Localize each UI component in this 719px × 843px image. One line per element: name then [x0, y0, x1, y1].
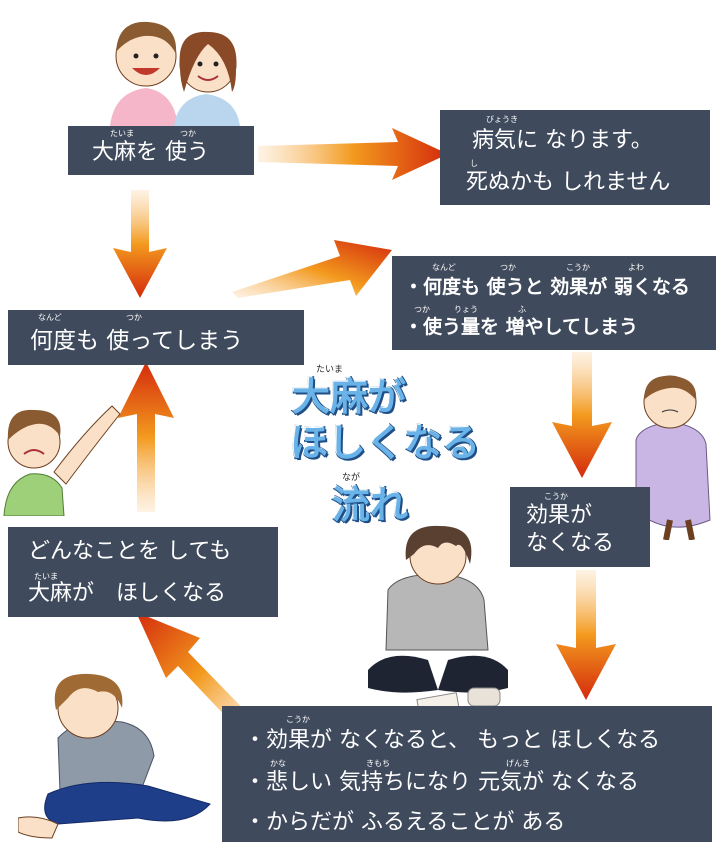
title-line2: ほしくなる	[289, 421, 481, 465]
box-use-marijuana: たいま つか 大麻を 使う	[68, 126, 254, 175]
furigana-tsuka-3: つか	[414, 305, 430, 314]
furigana-kouka: こうか	[566, 263, 590, 272]
furigana-ryou: りょう	[454, 305, 478, 314]
title-line1: 大麻が	[291, 375, 407, 419]
furigana-kimochi: きもち	[366, 759, 390, 768]
box3-line1: ・何度も 使うと 効果が 弱くなる	[404, 276, 690, 298]
box7-line1: ・効果が なくなると、 もっと ほしくなる	[244, 728, 661, 753]
box6-line1: どんなことを しても	[28, 539, 232, 564]
title-furigana-taima: たいま	[316, 365, 344, 375]
arrow-down-right-1	[552, 352, 612, 478]
arrow-down-right-2	[556, 570, 616, 700]
furigana-nando: なんど	[432, 263, 456, 272]
sad-person-illustration	[635, 375, 711, 540]
furigana-tsuka-4: つか	[126, 313, 142, 322]
furigana-taima: たいま	[110, 129, 134, 138]
furigana-kana: かな	[270, 759, 286, 768]
furigana-kouka-2: こうか	[544, 492, 568, 501]
couple-illustration	[110, 21, 240, 126]
box6-line2: 大麻が ほしくなる	[28, 581, 227, 606]
furigana-genki: げんき	[506, 759, 530, 768]
arrow-diag-up	[232, 240, 392, 298]
title-furigana-naga: なが	[342, 473, 361, 483]
box5-line2: なくなる	[526, 531, 615, 556]
box-illness: びょうき 病気に なります。 し 死ぬかも しれません	[440, 110, 710, 205]
furigana-taima-2: たいま	[34, 572, 58, 581]
arrow-right-top	[258, 128, 448, 180]
box2-line1: 病気に なります。	[472, 128, 653, 153]
furigana-byouki: びょうき	[486, 115, 518, 124]
arrow-down-left	[113, 190, 167, 298]
furigana-tsuka: つか	[180, 129, 196, 138]
box7-line3: ・からだが ふるえることが ある	[244, 810, 566, 835]
furigana-shi: し	[470, 159, 478, 168]
box4-text: 何度も 使ってしまう	[30, 328, 244, 354]
furigana-tsuka-2: つか	[500, 263, 516, 272]
box-craving: どんなことを しても たいま 大麻が ほしくなる	[8, 527, 278, 617]
crouching-person-illustration	[368, 525, 508, 716]
box-no-effect: こうか 効果が なくなる	[510, 487, 650, 567]
furigana-nando-2: なんど	[38, 313, 62, 322]
box7-line2: ・悲しい 気持ちになり 元気が なくなる	[244, 770, 639, 795]
box1-text: 大麻を 使う	[92, 140, 209, 165]
box5-line1: 効果が	[526, 503, 593, 528]
arrow-up-left	[118, 362, 174, 512]
box3-line2: ・使う量を 増やしてしまう	[404, 316, 639, 338]
box-weaker-effect: なんど つか こうか よわ ・何度も 使うと 効果が 弱くなる つか りょう ふ…	[392, 256, 716, 350]
furigana-kouka-3: こうか	[286, 715, 310, 724]
box2-line2: 死ぬかも しれません	[466, 170, 671, 195]
furigana-fu: ふ	[518, 305, 526, 314]
scared-person-illustration	[3, 405, 121, 516]
troubled-person-illustration	[18, 673, 211, 839]
furigana-yowa: よわ	[628, 263, 644, 272]
box-use-repeatedly: なんど つか 何度も 使ってしまう	[8, 310, 304, 365]
box-withdrawal: こうか ・効果が なくなると、 もっと ほしくなる かな きもち げんき ・悲し…	[222, 706, 712, 842]
title-line3: 流れ	[331, 483, 409, 527]
